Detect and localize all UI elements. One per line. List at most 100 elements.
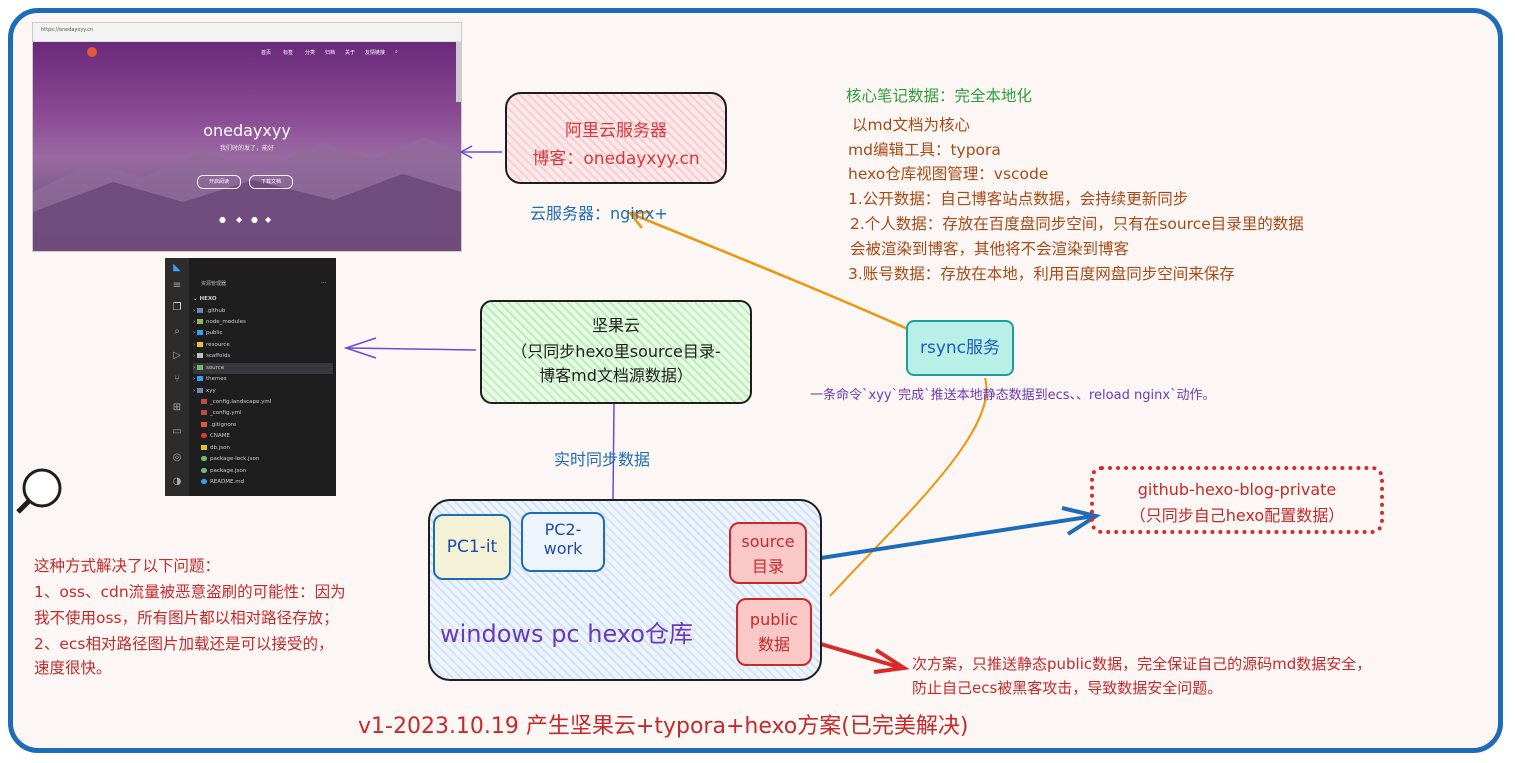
core-notes-line: hexo仓库视图管理：vscode xyxy=(848,165,1049,183)
folder-icon xyxy=(196,353,203,358)
info-file-icon xyxy=(201,479,207,484)
tree-item[interactable]: › node_modules xyxy=(193,319,246,325)
tree-item[interactable]: .gitignore xyxy=(193,420,336,431)
github-icon[interactable]: ● xyxy=(219,215,226,224)
tree-item-label: _config.landscape.yml xyxy=(210,399,272,405)
tree-item[interactable]: package.json xyxy=(193,466,336,477)
pc2-line: PC2- xyxy=(544,520,582,539)
activity-bar: ◣ ≡ ❐ ⌕ ▷ ⑂ ⊞ ▭ ◎ ◑ xyxy=(165,258,189,496)
blog-nav-categories[interactable]: 分类 xyxy=(305,50,316,56)
tree-item[interactable]: README.md xyxy=(193,477,336,488)
tree-item[interactable]: _config.landscape.yml xyxy=(193,397,336,408)
explorer-title: 资源管理器 xyxy=(201,281,227,287)
scrollbar[interactable] xyxy=(456,42,461,102)
remote-icon[interactable]: ▭ xyxy=(172,426,182,437)
arrowhead xyxy=(627,210,651,229)
nutstore-title: 坚果云 xyxy=(591,316,640,335)
blog-hero xyxy=(33,42,461,251)
browser-bar: https://onedayxyy.cn xyxy=(33,23,461,42)
aliyun-server-box: 阿里云服务器 博客：onedayxyy.cn xyxy=(505,92,727,184)
blog-nav-links[interactable]: 友情链接 xyxy=(365,50,386,56)
cname-file-icon xyxy=(201,433,207,438)
folder-icon xyxy=(196,376,203,381)
tree-item[interactable]: package-lock.json xyxy=(193,454,336,465)
tree-item-label: node_modules xyxy=(205,319,246,325)
yaml-file-icon xyxy=(201,410,207,415)
footer-title: v1-2023.10.19 产生坚果云+typora+hexo方案(已完美解决) xyxy=(358,714,969,739)
tree-item-label: scaffolds xyxy=(205,353,231,359)
core-notes-line: 1.公开数据：自己博客站点数据，会持续更新同步 xyxy=(848,190,1189,208)
tree-item[interactable]: db.json xyxy=(193,443,336,454)
npm-file-icon xyxy=(201,456,207,461)
tree-item-label: source xyxy=(205,365,225,371)
source-control-icon[interactable]: ⑂ xyxy=(174,374,180,385)
extensions-icon[interactable]: ⊞ xyxy=(172,402,182,413)
public-line: public xyxy=(749,610,799,629)
core-notes-line: 2.个人数据：存放在百度盘同步空间，只有在source目录里的数据 xyxy=(850,215,1304,233)
vscode-logo-icon: ◣ xyxy=(173,262,181,273)
public-line: 数据 xyxy=(757,635,790,654)
blog-nav-tags[interactable]: 标签 xyxy=(283,50,294,56)
twitter-icon[interactable]: ◆ xyxy=(236,215,243,224)
core-notes-line: 以md文档为核心 xyxy=(852,116,970,134)
blog-title: onedayxyy xyxy=(203,121,291,140)
core-notes-line: 3.账号数据：存放在本地，利用百度网盘同步空间来保存 xyxy=(848,265,1235,283)
tree-item[interactable]: › public xyxy=(193,330,223,336)
npm-file-icon xyxy=(201,468,207,473)
problems-line: 1、oss、cdn流量被恶意盗刷的可能性：因为 xyxy=(34,583,346,601)
qq-icon[interactable]: ● xyxy=(251,215,258,224)
browser-url: https://onedayxyy.cn xyxy=(41,27,94,33)
folder-icon xyxy=(196,365,203,370)
pc1-box: PC1-it xyxy=(433,514,511,580)
sync-label: 实时同步数据 xyxy=(554,450,651,469)
mountain-graphic xyxy=(33,137,461,251)
blog-nav-about[interactable]: 关于 xyxy=(345,50,356,56)
blog-avatar[interactable] xyxy=(87,47,97,57)
tree-item-label: resource xyxy=(205,342,230,348)
core-notes-heading: 核心笔记数据：完全本地化 xyxy=(846,87,1033,105)
more-icon[interactable]: ··· xyxy=(321,280,327,287)
explorer-root[interactable]: ⌄ HEXO xyxy=(193,296,217,302)
blog-subtitle: 我们时的发了，能好 xyxy=(219,145,274,152)
menu-icon[interactable]: ≡ xyxy=(172,280,182,291)
tree-item-label: .gitignore xyxy=(210,422,237,428)
docker-icon[interactable]: ◎ xyxy=(172,452,182,463)
search-icon[interactable]: ⌕ xyxy=(395,49,398,55)
tree-item[interactable]: › resource xyxy=(193,342,230,348)
tree-item-selected[interactable]: › source xyxy=(193,363,333,374)
source-dir-box: source 目录 xyxy=(729,522,807,584)
gitlens-icon[interactable]: ◑ xyxy=(172,476,182,487)
tree-item[interactable]: › scaffolds xyxy=(193,353,231,359)
blog-read-button[interactable]: 开启阅读 xyxy=(197,175,241,189)
aliyun-blog: 博客：onedayxyy.cn xyxy=(532,149,700,169)
tree-item[interactable]: CNAME xyxy=(193,431,336,442)
search-icon[interactable]: ⌕ xyxy=(174,326,180,337)
tree-item[interactable]: › themes xyxy=(193,376,227,382)
arrowhead xyxy=(873,648,910,674)
arrowhead xyxy=(1061,506,1102,536)
files-icon[interactable]: ❐ xyxy=(172,302,182,313)
blog-screenshot: https://onedayxyy.cn 首页 标签 分类 归档 关于 友情链接… xyxy=(32,22,462,252)
problems-line: 速度很快。 xyxy=(34,659,112,677)
yaml-file-icon xyxy=(201,399,207,404)
tree-item[interactable]: › .github xyxy=(193,308,226,314)
folder-icon xyxy=(196,342,203,347)
git-file-icon xyxy=(201,422,207,427)
github-title: github-hexo-blog-private xyxy=(1137,480,1337,499)
rsync-box: rsync服务 xyxy=(906,320,1014,376)
problems-line: 2、ecs相对路径图片加载还是可以接受的， xyxy=(34,635,334,653)
line-repo-to-rsync xyxy=(829,377,988,597)
arrowhead xyxy=(343,337,377,359)
tree-item[interactable]: _config.yml xyxy=(193,408,336,419)
blog-nav-archive[interactable]: 归档 xyxy=(325,50,336,56)
tree-item-label: xyy xyxy=(205,388,216,394)
source-line: source xyxy=(741,532,795,551)
tree-item[interactable]: › xyy xyxy=(193,388,216,394)
github-desc: （只同步自己hexo配置数据） xyxy=(1129,506,1345,525)
blog-nav-home[interactable]: 首页 xyxy=(261,50,272,56)
blog-download-button[interactable]: 下载文档 xyxy=(249,175,293,189)
weibo-icon[interactable]: ◆ xyxy=(265,215,272,224)
tree-item-label: CNAME xyxy=(210,433,230,439)
run-debug-icon[interactable]: ▷ xyxy=(173,350,181,361)
folder-icon xyxy=(196,308,203,313)
